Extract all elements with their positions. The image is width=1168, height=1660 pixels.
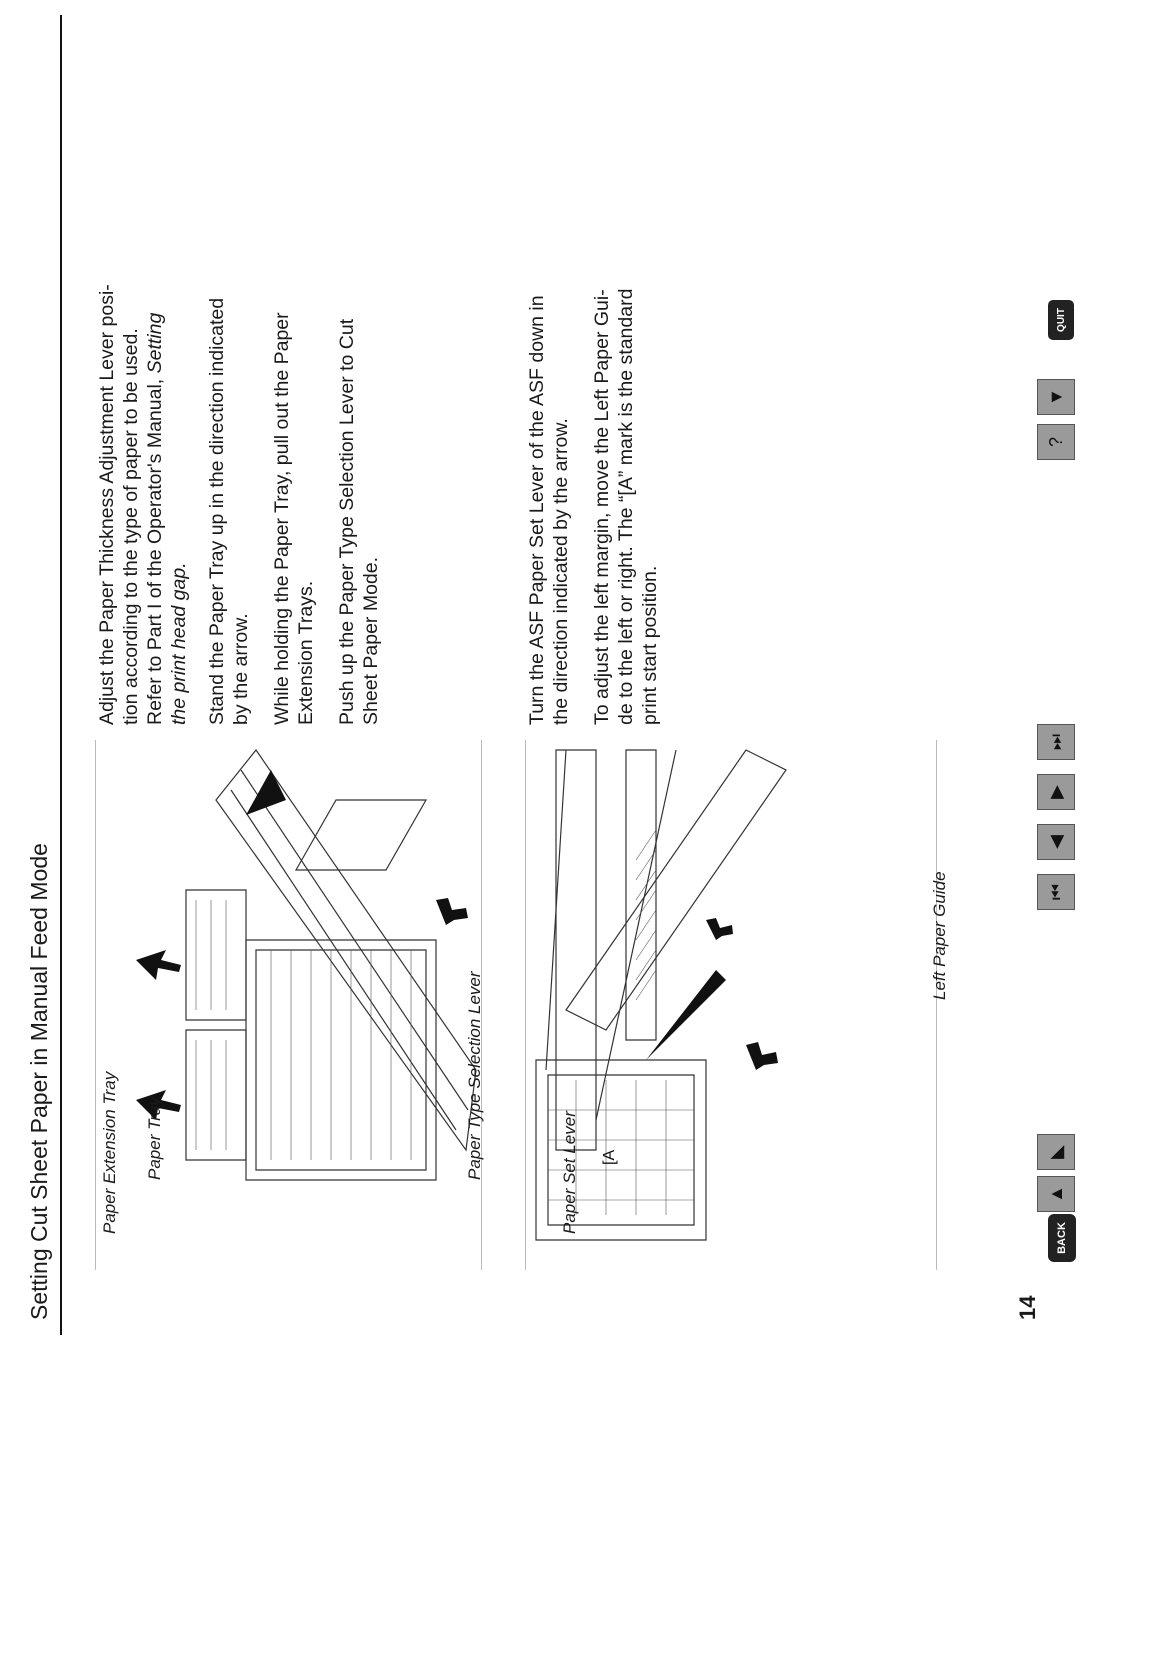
help-icon[interactable]: ? [1037, 424, 1075, 460]
label-left-paper-guide: Left Paper Guide [930, 871, 949, 1000]
back-down-arrow-icon[interactable]: ◣ [1037, 1134, 1075, 1170]
asf-drawing: [A [535, 749, 787, 1241]
paper-guide-illustration: [A [525, 740, 937, 1270]
label-paper-extension-tray: Paper Extension Tray [100, 1071, 119, 1234]
step-pull-extension: While holding the Paper Tray, pull out t… [271, 312, 317, 725]
quit-button[interactable]: QUIT [1048, 300, 1074, 340]
down-arrow-icon[interactable]: ▼ [1037, 379, 1075, 415]
next-page-icon[interactable]: ▶ [1037, 774, 1075, 810]
back-up-arrow-icon[interactable]: ▲ [1037, 1176, 1075, 1212]
back-button[interactable]: BACK [1048, 1214, 1076, 1262]
label-paper-set-lever: Paper Set Lever [560, 1111, 579, 1234]
label-paper-tray: Paper Tray [145, 1097, 164, 1180]
title-divider [60, 15, 62, 1335]
previous-page-icon[interactable]: ◀ [1037, 824, 1075, 860]
step-stand-tray: Stand the Paper Tray up in the direction… [206, 297, 252, 725]
manual-page: Setting Cut Sheet Paper in Manual Feed M… [26, 15, 1076, 1335]
step-adjust-thickness: Adjust the Paper Thickness Adjustment Le… [96, 284, 190, 725]
first-page-icon[interactable]: ⏮ [1037, 874, 1075, 910]
step-turn-set-lever: Turn the ASF Paper Set Lever of the ASF … [526, 295, 572, 725]
start-mark-label: [A [601, 1150, 618, 1165]
step-adjust-left-margin: To adjust the left margin, move the Left… [591, 288, 661, 725]
label-paper-type-selection-lever: Paper Type Selection Lever [465, 971, 484, 1180]
printer-tray-drawing [136, 748, 477, 1181]
last-page-icon[interactable]: ⏭ [1037, 724, 1075, 760]
page-number: 14 [1015, 1295, 1040, 1320]
page-title: Setting Cut Sheet Paper in Manual Feed M… [26, 843, 52, 1320]
paper-tray-illustration [95, 740, 482, 1270]
step-push-type-lever: Push up the Paper Type Selection Lever t… [336, 318, 382, 725]
